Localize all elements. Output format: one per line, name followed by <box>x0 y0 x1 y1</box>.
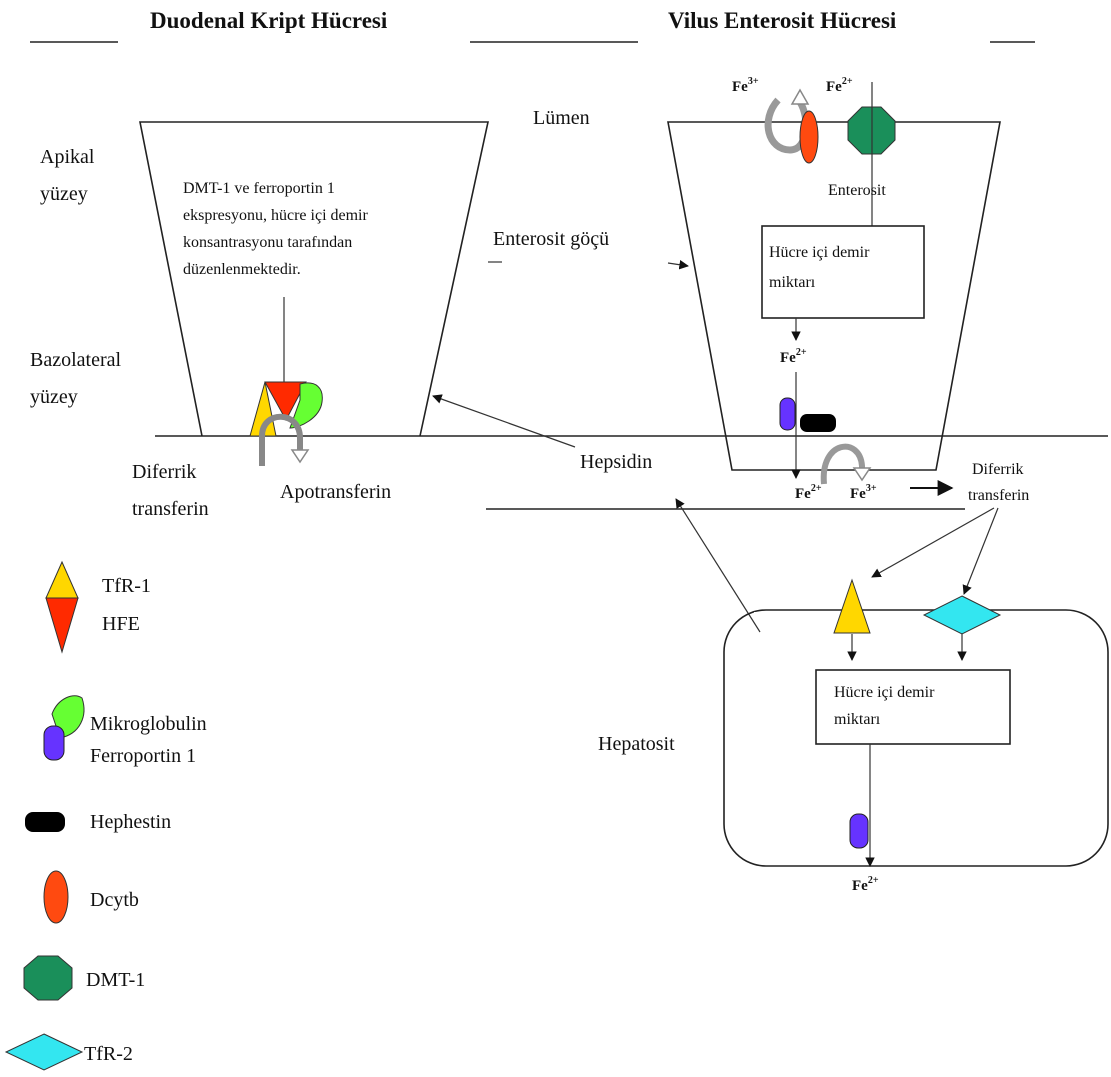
crypt-diferric-label-2: transferin <box>132 498 209 520</box>
crypt-uptake-arrow-head <box>290 449 310 464</box>
hepatocyte-label: Hepatosit <box>598 733 675 755</box>
basolateral-label-1: Bazolateral <box>30 349 121 371</box>
villus-dcytb-shape <box>799 110 819 164</box>
hepatocyte-tfr2-shape <box>922 595 1002 635</box>
legend-tfr2-label: TfR-2 <box>84 1043 133 1065</box>
villus-oxidation-arrow <box>820 443 865 485</box>
legend-dmt1-icon <box>23 955 73 1001</box>
fe2-mid-label: Fe2+ <box>780 347 807 366</box>
crypt-cell-outline <box>139 121 489 437</box>
legend-tfr2-icon <box>4 1033 84 1071</box>
legend-tfr1-label: TfR-1 <box>102 575 151 597</box>
crypt-note-line-1: DMT-1 ve ferroportin 1 <box>183 180 335 197</box>
hepatocyte-box-line-2: miktarı <box>834 711 881 728</box>
legend-dmt1-label: DMT-1 <box>86 969 145 991</box>
villus-oxidation-arrowhead <box>852 467 872 482</box>
hepatocyte-ferroportin-shape <box>849 813 869 849</box>
villus-iron-box <box>761 225 925 319</box>
legend-ferroportin-label: Ferroportin 1 <box>90 745 196 767</box>
hepatocyte-iron-box <box>815 669 1011 745</box>
villus-diferric-label-1: Diferrik <box>972 461 1024 478</box>
hepatocyte-to-hepcidin-arrow <box>675 498 761 633</box>
hepatocyte-box-line-1: Hücre içi demir <box>834 684 935 701</box>
fe2-top-label: Fe2+ <box>826 76 853 95</box>
crypt-note-line-2: ekspresyonu, hücre içi demir <box>183 207 369 224</box>
title-duodenal-crypt-cell: Duodenal Kript Hücresi <box>150 8 388 33</box>
legend: TfR-1 HFE Mikroglobulin Ferroportin 1 He… <box>4 560 207 1071</box>
hepatocyte-fe2-label: Fe2+ <box>852 875 879 894</box>
legend-hephestin-label: Hephestin <box>90 811 171 833</box>
title-villus-enterocyte-cell: Vilus Enterosit Hücresi <box>668 8 897 33</box>
hepcidin-label: Hepsidin <box>580 451 652 473</box>
dcytb-reduction-arrowhead <box>790 88 810 105</box>
apical-label-1: Apikal <box>40 146 95 168</box>
legend-dcytb-icon <box>43 870 69 924</box>
crypt-microglobulin-shape <box>289 382 323 429</box>
legend-dcytb-label: Dcytb <box>90 889 139 911</box>
fe3-top-label: Fe3+ <box>732 76 759 95</box>
legend-hephestin-icon <box>25 812 65 832</box>
villus-box-line-2: miktarı <box>769 274 816 291</box>
hepcidin-to-crypt-arrow <box>432 394 576 448</box>
legend-microglobulin-label: Mikroglobulin <box>90 713 207 735</box>
crypt-hfe-shape <box>264 381 307 422</box>
migration-arrow <box>667 259 689 270</box>
legend-ferroportin-icon <box>43 725 65 761</box>
villus-box-line-1: Hücre içi demir <box>769 244 870 261</box>
hepatocyte-tfr1-shape <box>833 578 871 634</box>
villus-ferroportin-shape <box>779 397 796 431</box>
crypt-uptake-arrow-body <box>259 413 303 466</box>
villus-hephestin-shape <box>800 414 836 432</box>
apical-label-2: yüzey <box>40 183 88 205</box>
apotransferrin-label: Apotransferin <box>280 481 391 503</box>
enterocyte-label: Enterosit <box>828 182 886 199</box>
enterocyte-migration-label: Enterosit göçü <box>493 228 609 250</box>
hepatocyte-outline <box>723 609 1109 867</box>
legend-tfr1-icon <box>45 560 79 599</box>
hepatocyte-gap <box>754 612 774 620</box>
villus-diferric-label-2: transferin <box>968 487 1029 504</box>
crypt-note-line-3: konsantrasyonu tarafından <box>183 234 352 251</box>
legend-hfe-icon <box>45 597 79 654</box>
crypt-diferric-label-1: Diferrik <box>132 461 196 483</box>
fe2-bottom-label: Fe2+ <box>795 483 822 502</box>
legend-hfe-label: HFE <box>102 613 140 635</box>
diferric-to-tfr2-arrow <box>962 507 999 595</box>
lumen-label: Lümen <box>533 107 590 129</box>
basolateral-label-2: yüzey <box>30 386 78 408</box>
diferric-to-tfr1-arrow <box>871 507 995 578</box>
crypt-note-line-4: düzenlenmektedir. <box>183 261 301 278</box>
fe3-bottom-label: Fe3+ <box>850 483 877 502</box>
